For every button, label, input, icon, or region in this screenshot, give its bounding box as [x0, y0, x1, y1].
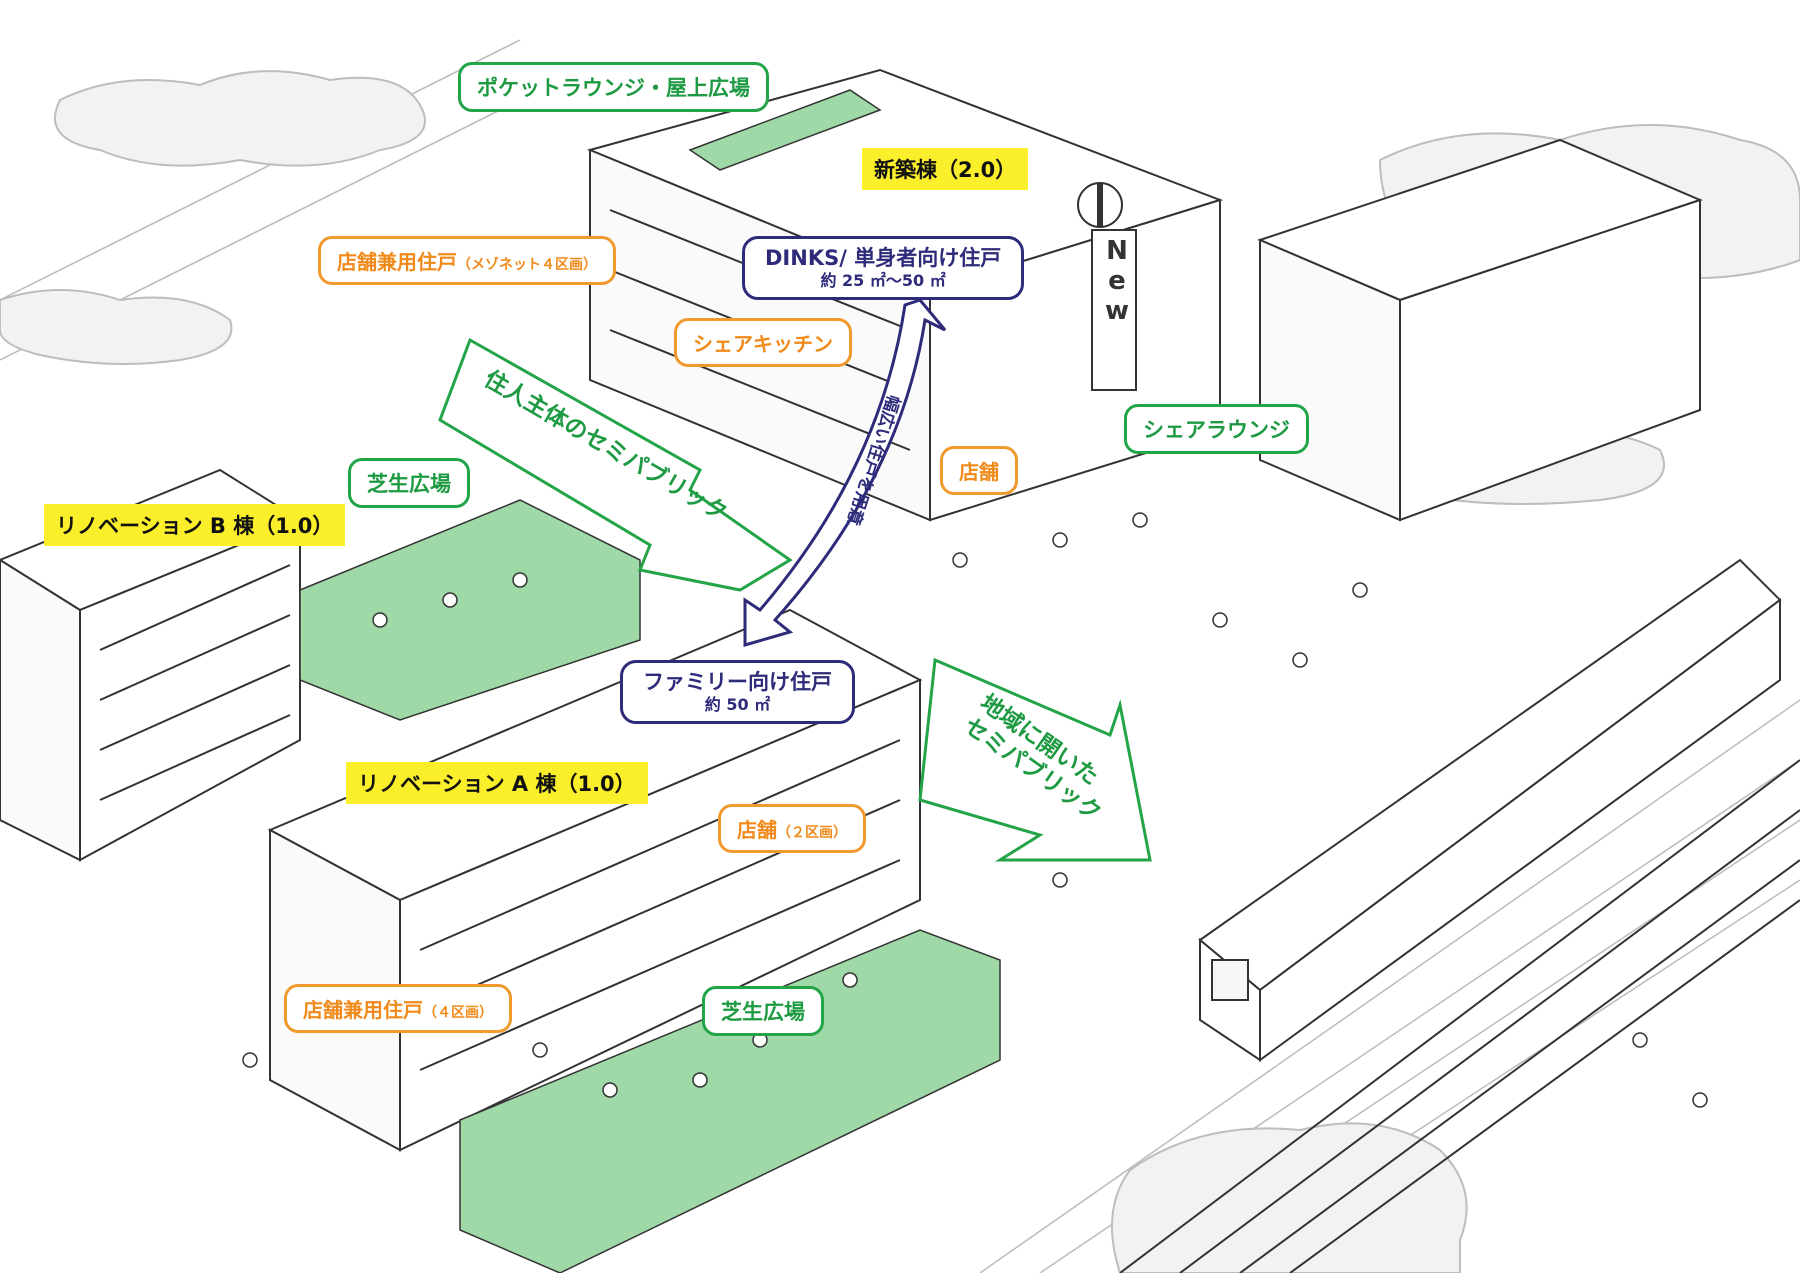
lawn-rooftop	[688, 89, 882, 171]
pocket-lounge-label: ポケットラウンジ・屋上広場	[477, 76, 750, 100]
family-title: ファミリー向け住戸	[643, 670, 832, 694]
sign-new-text: New	[1102, 236, 1132, 326]
cloud-left	[0, 289, 233, 365]
shop-2-sub: （２区画）	[777, 825, 847, 841]
tag-new-building: 新築棟（2.0）	[862, 148, 1029, 190]
people	[242, 512, 1708, 1108]
shop-label: 店舗	[959, 460, 999, 484]
lawn-bottom	[459, 929, 1001, 1273]
callout-share-lounge: シェアラウンジ	[1124, 404, 1309, 454]
callout-shop-residence-4: 店舗兼用住戸（４区画）	[284, 984, 512, 1033]
tag-renovation-a: リノベーション A 棟（1.0）	[346, 762, 648, 804]
dinks-sub: 約 25 ㎡〜50 ㎡	[820, 271, 946, 291]
lawn-plaza-bottom-label: 芝生広場	[721, 1000, 805, 1024]
shop-residence-maisonette-main: 店舗兼用住戸	[337, 250, 457, 274]
lawn-upper-left	[299, 499, 641, 721]
lawns	[299, 89, 1001, 1273]
callout-pocket-lounge: ポケットラウンジ・屋上広場	[458, 62, 769, 112]
green-arrows	[438, 337, 1152, 862]
renovation-b-label: リノベーション B 棟（1.0）	[56, 514, 334, 538]
callout-lawn-plaza-top: 芝生広場	[348, 458, 470, 508]
renovation-a-label: リノベーション A 棟（1.0）	[358, 772, 636, 796]
train	[1198, 558, 1782, 1062]
callout-lawn-plaza-bottom: 芝生広場	[702, 986, 824, 1036]
dinks-title: DINKS/ 単身者向け住戸	[765, 246, 1002, 270]
family-sub: 約 50 ㎡	[704, 695, 771, 715]
lawn-plaza-top-label: 芝生広場	[367, 472, 451, 496]
shop-2-main: 店舗	[737, 818, 777, 842]
shop-residence-maisonette-sub: （メゾネット４区画）	[457, 257, 597, 273]
shop-residence-4-sub: （４区画）	[423, 1005, 493, 1021]
callout-shop-residence-maisonette: 店舗兼用住戸（メゾネット４区画）	[318, 236, 616, 285]
callout-share-kitchen: シェアキッチン	[674, 318, 852, 367]
shop-residence-4-main: 店舗兼用住戸	[303, 998, 423, 1022]
railway	[1119, 759, 1800, 1273]
callout-dinks: DINKS/ 単身者向け住戸 約 25 ㎡〜50 ㎡	[742, 236, 1025, 301]
new-sign	[1077, 182, 1137, 391]
share-kitchen-label: シェアキッチン	[693, 332, 833, 356]
callout-shop: 店舗	[940, 446, 1018, 495]
callout-shop-2: 店舗（２区画）	[718, 804, 866, 853]
callout-family: ファミリー向け住戸 約 50 ㎡	[620, 660, 855, 725]
navy-double-arrow	[743, 298, 947, 647]
arrow-community-semipublic	[918, 657, 1152, 862]
new-building-label: 新築棟（2.0）	[874, 158, 1017, 182]
share-lounge-label: シェアラウンジ	[1143, 418, 1290, 442]
arrow-resident-semipublic	[438, 337, 793, 592]
cloud-top-left	[54, 70, 426, 167]
cloud-bottom-right	[1111, 1122, 1468, 1273]
tag-renovation-b: リノベーション B 棟（1.0）	[44, 504, 346, 546]
